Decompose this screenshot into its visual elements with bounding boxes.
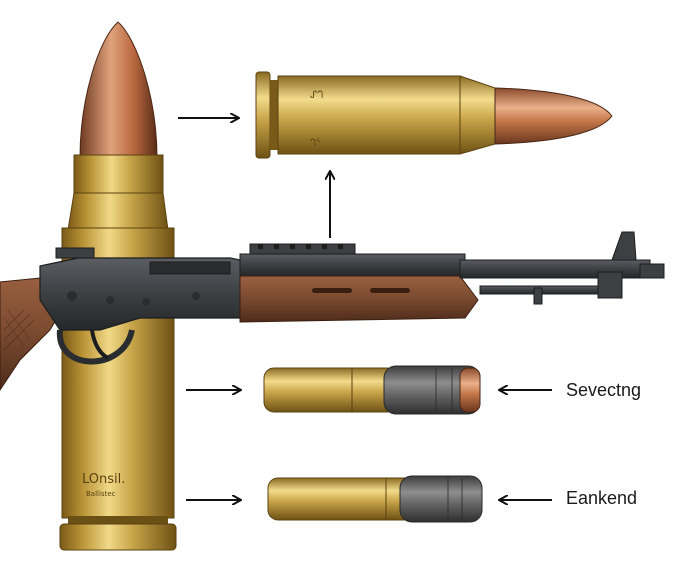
top-cartridge-headstamp-2: ᘃᕐ: [310, 138, 320, 149]
top-cartridge-headstamp-1: ᔑᘃ: [310, 90, 323, 101]
large-cartridge-bullet: [79, 21, 158, 159]
rifle-pin-2: [106, 296, 114, 304]
rifle-trigger: [90, 329, 110, 360]
rifle-pin-4: [192, 292, 200, 300]
rifle-sling-swivel: [533, 287, 543, 305]
rifle-vent-slot-1: [312, 288, 352, 293]
bottom-round: [267, 475, 483, 523]
rifle-pin-1: [67, 291, 77, 301]
rifle-forend-wood: [239, 275, 479, 323]
rifle-rail-slots: [258, 244, 343, 249]
rifle-ejection-port: [149, 261, 231, 275]
rifle-front-sight: [611, 231, 637, 261]
rifle-muzzle: [639, 263, 665, 279]
large-cartridge-headstamp-1: LOnsil.: [82, 472, 125, 487]
bottom-round-gray-tip: [399, 475, 483, 523]
top-cartridge: ᔑᘃ ᘃᕐ: [255, 71, 613, 159]
rifle-stock-checkering: [3, 309, 35, 351]
rifle-trigger-guard: [56, 329, 135, 365]
large-cartridge-neck: [73, 154, 164, 194]
rifle-pin-3: [142, 298, 150, 306]
top-cartridge-shoulder: [459, 75, 496, 155]
label-upper-round: Sevectng: [566, 380, 642, 400]
large-cartridge-extractor-groove: [68, 516, 168, 526]
rifle-vent-slot-2: [370, 288, 410, 293]
rifle: [0, 231, 665, 391]
label-lower-round: Eankend: [566, 488, 638, 508]
rifle-handguard-top: [239, 253, 466, 277]
rifle-receiver: [39, 257, 251, 331]
large-cartridge-shoulder: [67, 192, 169, 231]
rifle-gas-block: [597, 271, 623, 299]
top-cartridge-groove: [270, 80, 278, 150]
middle-round-collar: [351, 367, 389, 413]
large-cartridge-rim: [59, 523, 177, 551]
top-cartridge-body: [277, 75, 461, 155]
rifle-rear-sight: [55, 247, 95, 259]
large-cartridge-headstamp-2: Ballistec: [86, 490, 116, 498]
middle-round: [263, 365, 481, 415]
top-cartridge-bullet: [494, 87, 613, 145]
top-cartridge-rim: [255, 71, 271, 159]
middle-round-copper-cap: [459, 367, 481, 413]
